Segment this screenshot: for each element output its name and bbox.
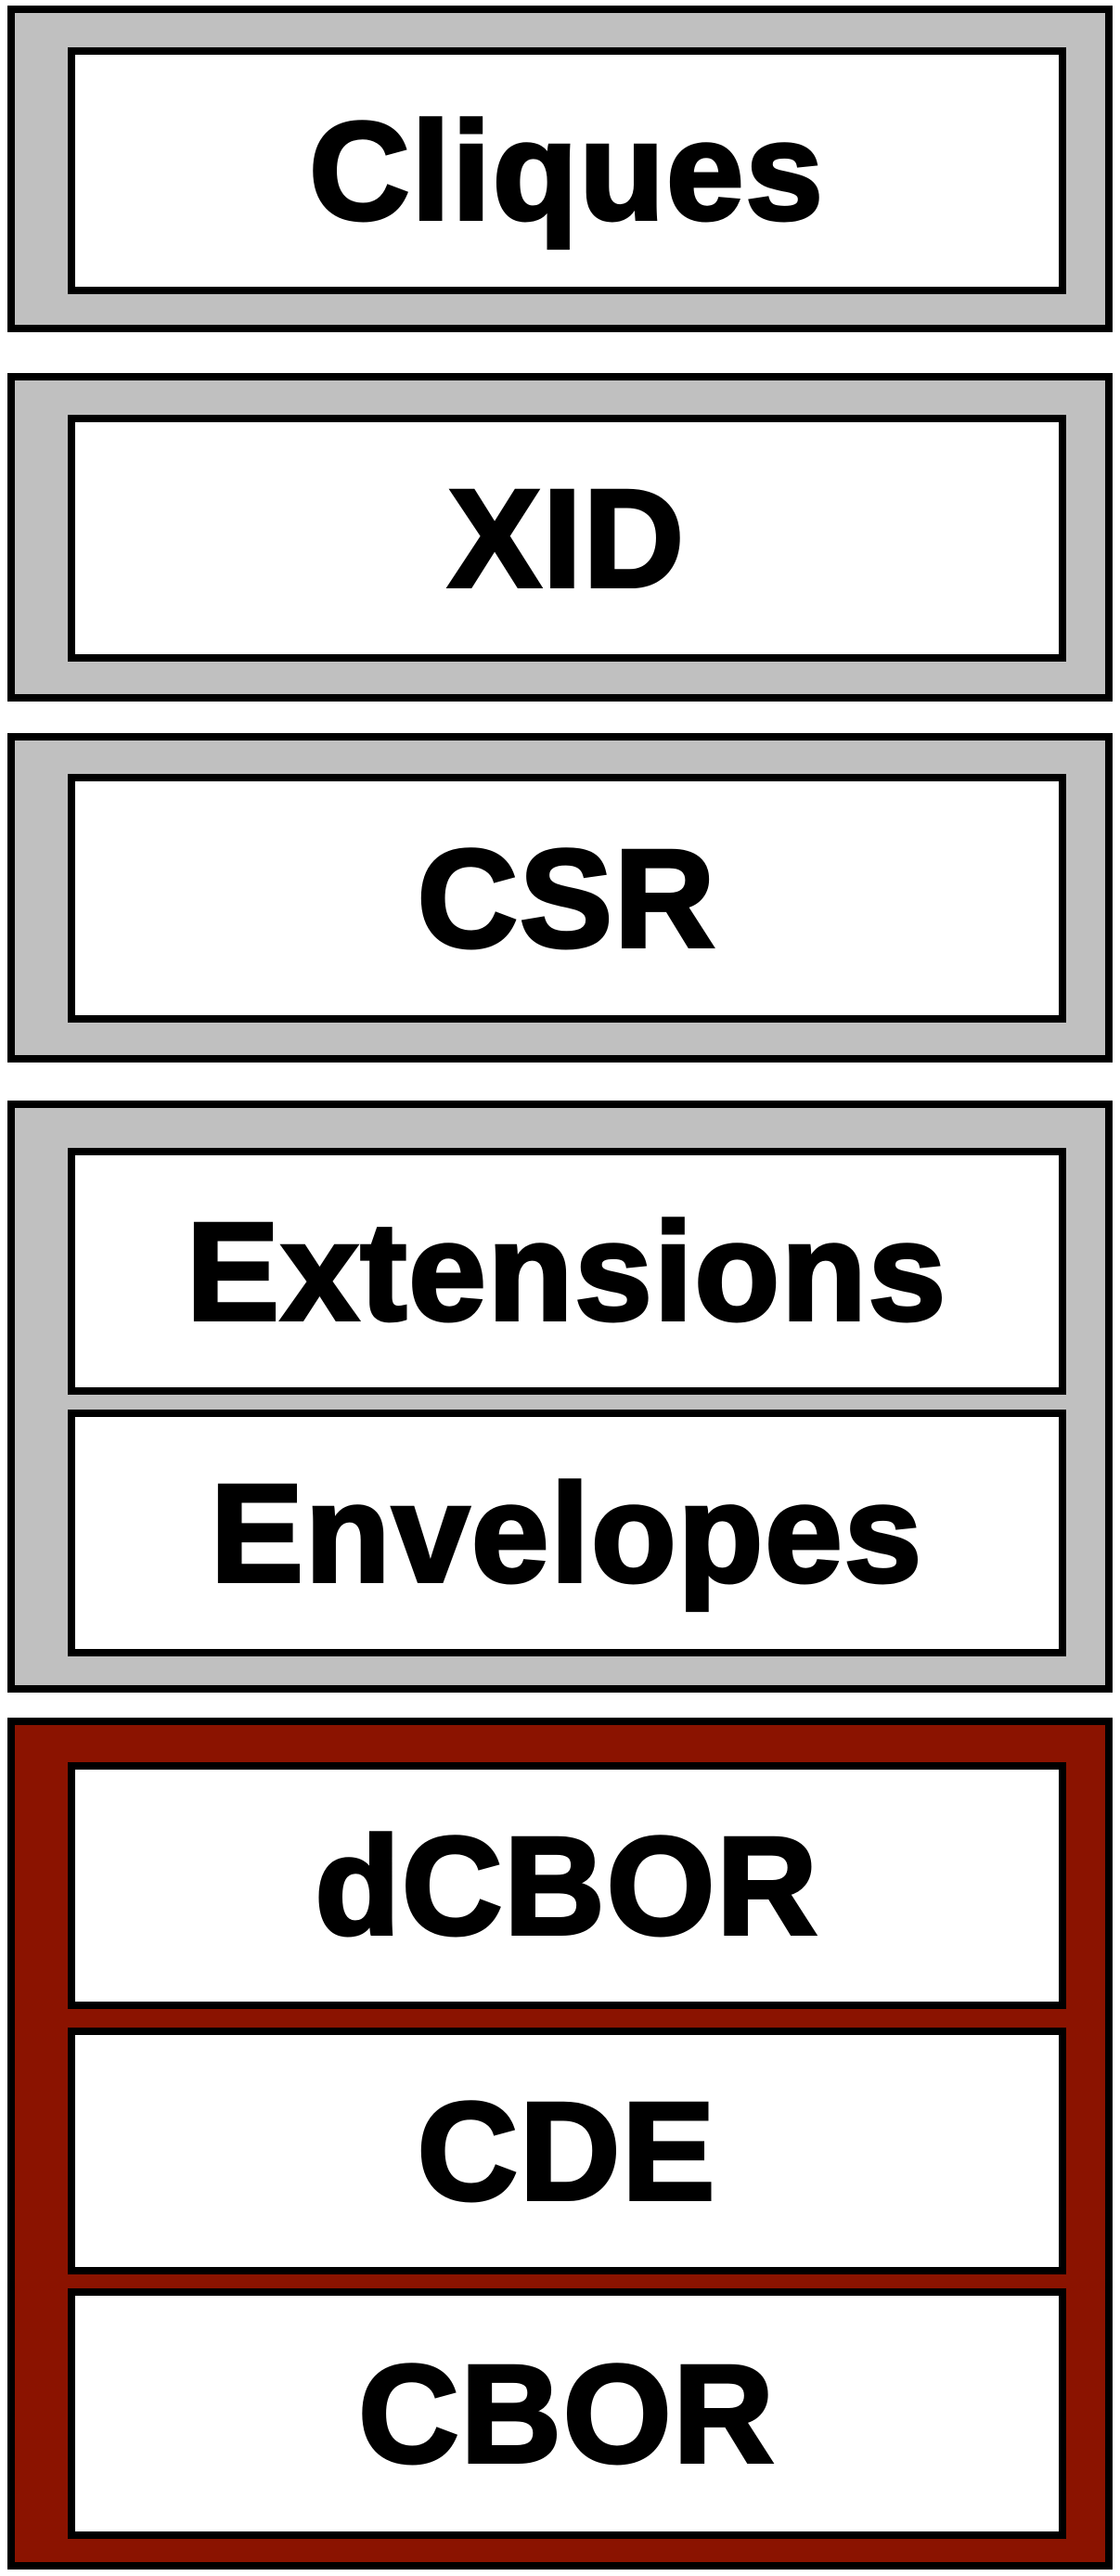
layer-label-extensions: Extensions	[185, 1193, 948, 1349]
layer-group-cliques: Cliques	[7, 6, 1113, 332]
layer-label-cbor: CBOR	[356, 2336, 776, 2492]
layer-box-cliques: Cliques	[68, 47, 1066, 294]
layer-box-cbor: CBOR	[68, 2288, 1066, 2539]
layer-label-cliques: Cliques	[307, 93, 825, 249]
layer-box-dcbor: dCBOR	[68, 1762, 1066, 2009]
layer-label-xid: XID	[446, 460, 687, 616]
layer-label-dcbor: dCBOR	[313, 1808, 819, 1964]
layer-box-envelopes: Envelopes	[68, 1410, 1066, 1656]
layer-box-csr: CSR	[68, 774, 1066, 1023]
layer-group-cbor-encodings: dCBOR CDE CBOR	[7, 1718, 1113, 2570]
layer-group-extensions-envelopes: Extensions Envelopes	[7, 1101, 1113, 1693]
layer-label-envelopes: Envelopes	[209, 1455, 924, 1611]
layer-label-cde: CDE	[416, 2073, 717, 2229]
layer-group-xid: XID	[7, 373, 1113, 702]
layer-box-extensions: Extensions	[68, 1148, 1066, 1395]
layer-group-csr: CSR	[7, 733, 1113, 1063]
layer-box-xid: XID	[68, 415, 1066, 662]
layer-box-cde: CDE	[68, 2028, 1066, 2274]
layer-label-csr: CSR	[416, 820, 717, 976]
